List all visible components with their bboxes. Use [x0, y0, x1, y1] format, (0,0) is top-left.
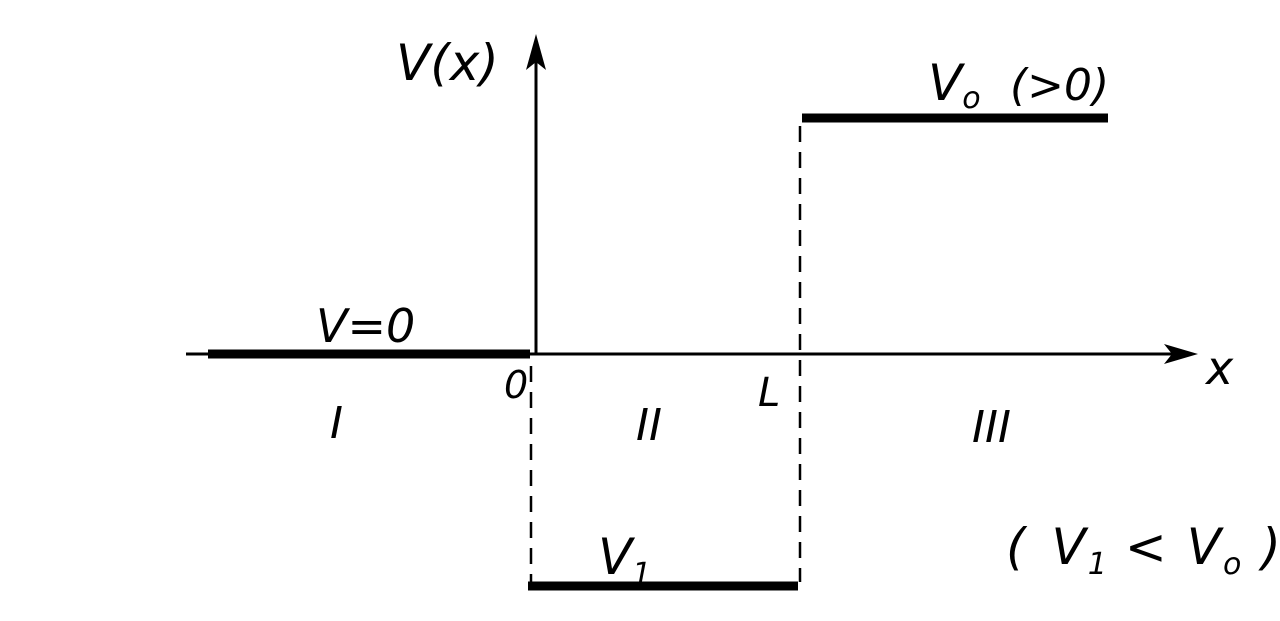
v1-symbol: V [598, 528, 636, 586]
v1-subscript: 1 [632, 557, 651, 592]
region-label-2: II [636, 400, 662, 451]
region-label-3: III [972, 402, 1011, 453]
potential-label-region-3: Vo [928, 54, 981, 116]
condition-close-paren: ) [1257, 518, 1280, 576]
condition-open-paren: ( [1006, 518, 1028, 576]
potential-label-region-1: V=0 [316, 299, 415, 353]
potential-note-region-3: (>0) [1010, 60, 1109, 111]
origin-label: 0 [504, 363, 528, 407]
region-label-1: I [330, 398, 343, 449]
condition-v1-subscript: 1 [1088, 547, 1109, 582]
condition-v0: V [1187, 518, 1225, 576]
condition-annotation: (V1<Vo) [1006, 518, 1280, 582]
x-axis-label: x [1204, 341, 1234, 395]
y-axis-label: V(x) [396, 34, 499, 92]
potential-label-region-2: V1 [598, 528, 651, 592]
condition-v0-subscript: o [1223, 547, 1243, 582]
x-axis-arrowhead [1164, 344, 1198, 364]
condition-v1: V [1052, 518, 1090, 576]
v0-subscript: o [962, 81, 980, 116]
boundary-label-L: L [758, 370, 780, 416]
y-axis-arrowhead [526, 34, 546, 70]
condition-relation: < [1125, 518, 1169, 576]
v0-symbol: V [928, 54, 966, 112]
